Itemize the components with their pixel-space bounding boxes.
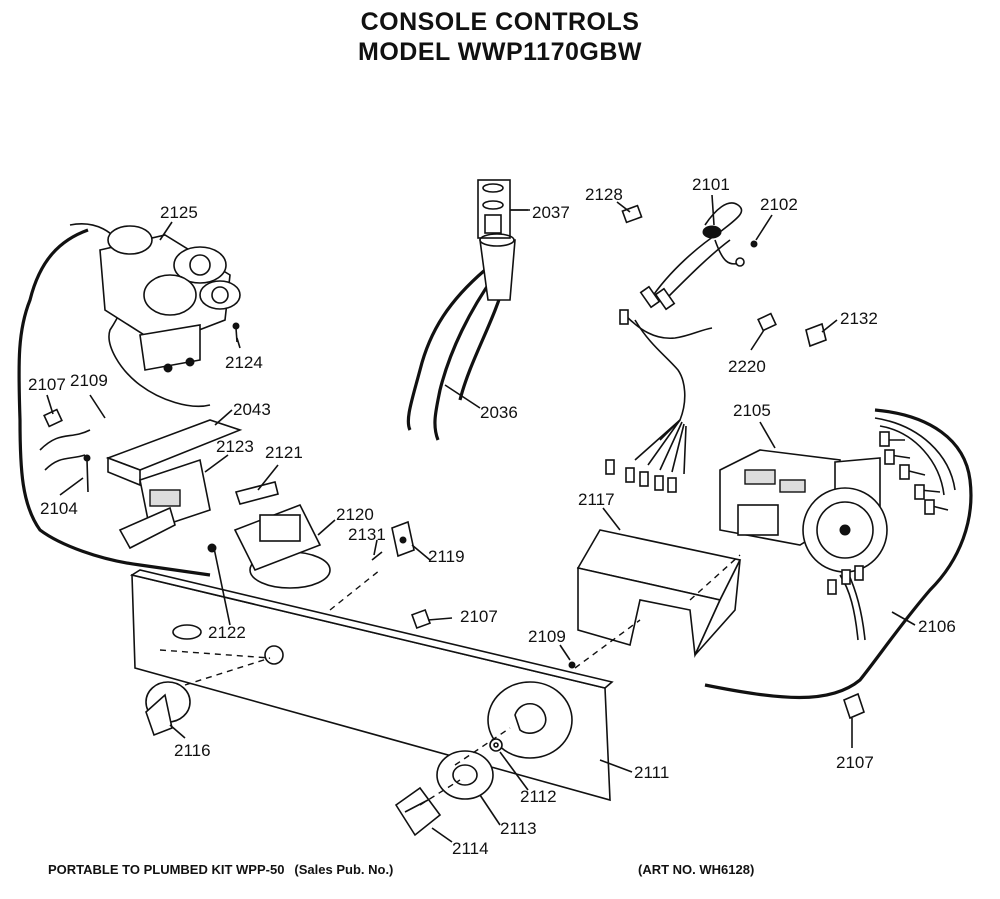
part-label-2102: 2102: [760, 195, 798, 214]
dial-2113: [436, 750, 494, 800]
hose-fitting-2037: [477, 179, 528, 239]
part-label-2119: 2119: [428, 547, 465, 566]
part-label-2105: 2105: [733, 401, 771, 420]
screw-2102: [750, 240, 758, 248]
diagram-title: CONSOLE CONTROLS: [360, 8, 640, 36]
harness-2106-plugs: [827, 431, 949, 641]
part-label-2107-left: 2107: [28, 375, 66, 394]
knob-2114: [394, 786, 442, 837]
part-label-2114: 2114: [452, 839, 489, 858]
part-label-2122: 2122: [208, 623, 246, 642]
clip-2132: [805, 322, 827, 348]
part-label-2107-mid: 2107: [460, 607, 498, 626]
footer-kit: PORTABLE TO PLUMBED KIT WPP-50: [48, 862, 285, 877]
diagram-model: MODEL WWP1170GBW: [358, 38, 642, 66]
wire-harness-2101: [639, 202, 745, 311]
clip-2220: [757, 312, 777, 332]
part-label-2220: 2220: [728, 357, 766, 376]
part-label-2125: 2125: [160, 203, 198, 222]
part-label-2112: 2112: [520, 787, 557, 806]
label-2121: [234, 481, 279, 505]
part-label-2123: 2123: [216, 437, 254, 456]
switch-2119: [371, 520, 415, 561]
footer-kit-note: PORTABLE TO PLUMBED KIT WPP-50 (Sales Pub…: [48, 862, 393, 877]
part-label-2106: 2106: [918, 617, 956, 636]
part-labels: 2037 2128 2101 2102 2125 2124 2132 2220 …: [28, 175, 956, 858]
part-label-2109-mid: 2109: [528, 627, 566, 646]
part-label-2101: 2101: [692, 175, 730, 194]
part-label-2104: 2104: [40, 499, 78, 518]
clip-2107-mid: [411, 609, 431, 629]
part-label-2117: 2117: [578, 490, 615, 509]
part-label-2128: 2128: [585, 185, 623, 204]
leader-lines: [46, 194, 916, 843]
part-label-2111: 2111: [634, 763, 669, 782]
part-label-2124: 2124: [225, 353, 263, 372]
knob-2116: [145, 681, 191, 737]
part-label-2120: 2120: [336, 505, 374, 524]
part-label-2121: 2121: [265, 443, 303, 462]
bracket-2043: [105, 419, 243, 487]
part-label-2043: 2043: [233, 400, 271, 419]
part-label-2037: 2037: [532, 203, 570, 222]
clip-2107-left: [43, 408, 63, 428]
washer-2112: [489, 738, 503, 752]
part-label-2107-right: 2107: [836, 753, 874, 772]
footer-art-number: (ART NO. WH6128): [638, 862, 755, 877]
screw-2104: [83, 454, 91, 493]
cover-2117: [576, 529, 742, 658]
footer-sales-pub: (Sales Pub. No.): [294, 862, 394, 877]
part-label-2113: 2113: [500, 819, 537, 838]
wire-harness-right: [704, 408, 973, 700]
screw-2109: [568, 661, 576, 669]
part-label-2116: 2116: [174, 741, 211, 760]
part-label-2132: 2132: [840, 309, 878, 328]
explode-lines: [159, 554, 741, 806]
part-label-2036: 2036: [480, 403, 518, 422]
water-valve-2125: [99, 225, 241, 373]
switch-2123: [118, 458, 211, 550]
pressure-switch-2120: [207, 503, 331, 589]
inlet-hose-2036: [406, 233, 516, 441]
console-panel-2111: [129, 569, 614, 802]
clip-2107-right: [843, 692, 865, 720]
part-label-2109-left: 2109: [70, 371, 108, 390]
part-label-2131: 2131: [348, 525, 386, 544]
timer-harness: [605, 309, 713, 493]
timer-2105: [719, 449, 888, 573]
